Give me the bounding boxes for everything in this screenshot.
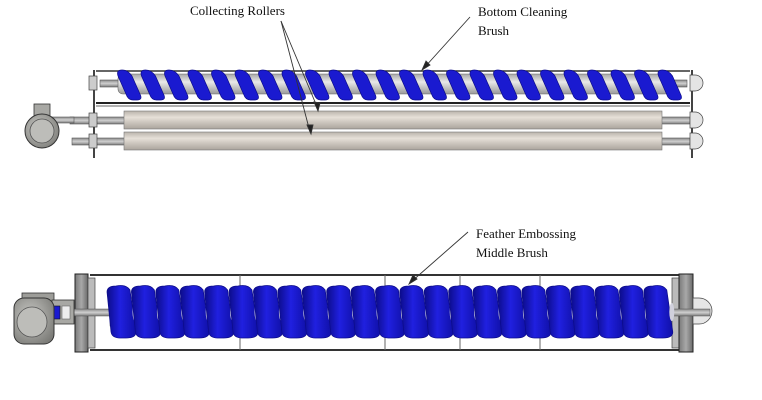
top-motor (24, 103, 75, 149)
leader-collecting-rollers (280, 20, 321, 136)
brush-winding (375, 69, 400, 101)
brush-winding (587, 69, 612, 101)
top-left-bearings (88, 75, 98, 149)
collecting-roller-1 (69, 110, 691, 130)
brush-winding (493, 69, 518, 101)
label-collecting-rollers: Collecting Rollers (190, 3, 285, 18)
brush-winding (422, 69, 447, 101)
brush-winding (634, 69, 659, 101)
top-assembly (24, 69, 704, 158)
bottom-assembly (13, 273, 713, 353)
label-bottom-cleaning-brush: Bottom Cleaning Brush (478, 2, 567, 40)
brush-winding (540, 69, 565, 101)
brush-winding (117, 69, 142, 101)
brush-winding (643, 285, 675, 339)
brush-winding (258, 69, 283, 101)
feather-embossing-middle-brush (106, 285, 675, 339)
brush-winding (140, 69, 165, 101)
top-right-bearings (689, 74, 704, 150)
brush-winding (328, 69, 353, 101)
collecting-roller-2 (71, 131, 691, 151)
brush-winding (657, 69, 682, 101)
leader-feather-embossing-brush (407, 231, 469, 286)
label-feather-embossing-brush: Feather Embossing Middle Brush (476, 224, 576, 262)
brush-winding (469, 69, 494, 101)
brush-winding (563, 69, 588, 101)
brush-winding (446, 69, 471, 101)
label-feather-embossing-line1: Feather Embossing (476, 226, 577, 241)
brush-winding (352, 69, 377, 101)
brush-spiral-group (117, 69, 682, 101)
bottom-cleaning-brush (99, 69, 688, 101)
brush-winding (211, 69, 236, 101)
brush-winding (234, 69, 259, 101)
brush-winding (610, 69, 635, 101)
label-feather-embossing-line2: Middle Brush (476, 245, 548, 260)
brush-spiral-group (106, 285, 675, 339)
label-bottom-cleaning-brush-line1: Bottom Cleaning (478, 4, 568, 19)
leader-lines (280, 16, 471, 286)
brush-winding (187, 69, 212, 101)
leader-bottom-cleaning-brush (420, 16, 471, 72)
bottom-motor (13, 292, 75, 345)
brush-winding (164, 69, 189, 101)
brush-winding (305, 69, 330, 101)
brush-winding (516, 69, 541, 101)
brush-winding (399, 69, 424, 101)
label-bottom-cleaning-brush-line2: Brush (478, 23, 510, 38)
